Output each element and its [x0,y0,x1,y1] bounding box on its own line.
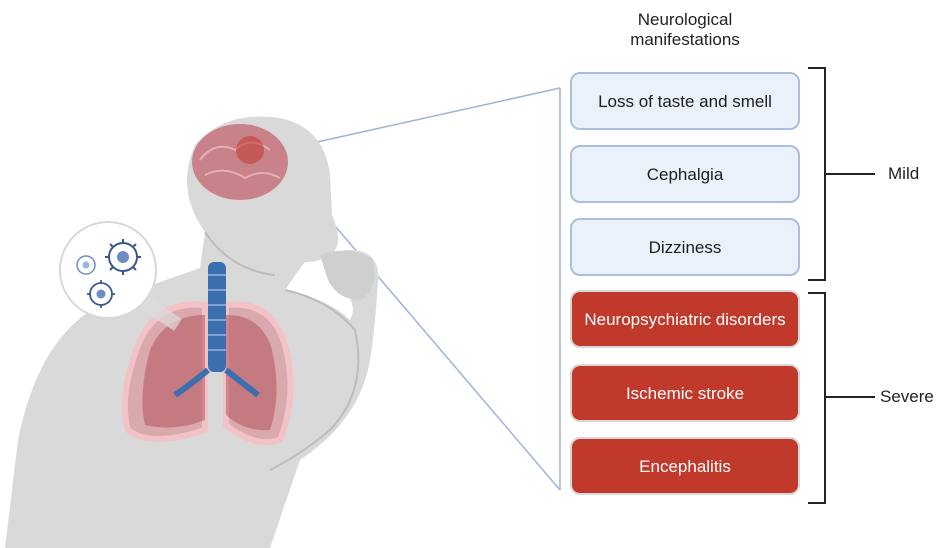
diagram-title: Neurological manifestations [585,10,785,50]
severe-box-label: Encephalitis [629,457,741,476]
mild-box-label: Dizziness [639,238,732,257]
mild-box-label: Cephalgia [637,165,734,184]
mild-bracket [808,68,875,280]
title-line-2: manifestations [585,30,785,50]
severe-label: Severe [880,387,934,407]
brain-image [192,124,288,200]
severe-box-label: Ischemic stroke [616,384,754,403]
virus-icon [105,239,141,275]
severe-box-label: Neuropsychiatric disorders [574,310,795,329]
mild-box-loss-of-taste: Loss of taste and smell [570,72,800,130]
virus-inset [60,222,178,325]
severe-box-neuropsychiatric: Neuropsychiatric disorders [570,290,800,348]
title-line-1: Neurological [585,10,785,30]
severe-bracket [808,293,875,503]
severe-box-ischemic-stroke: Ischemic stroke [570,364,800,422]
mild-box-cephalgia: Cephalgia [570,145,800,203]
virus-icon [77,256,95,274]
mild-box-dizziness: Dizziness [570,218,800,276]
severe-box-encephalitis: Encephalitis [570,437,800,495]
mild-label: Mild [888,164,919,184]
mild-box-label: Loss of taste and smell [588,92,782,111]
